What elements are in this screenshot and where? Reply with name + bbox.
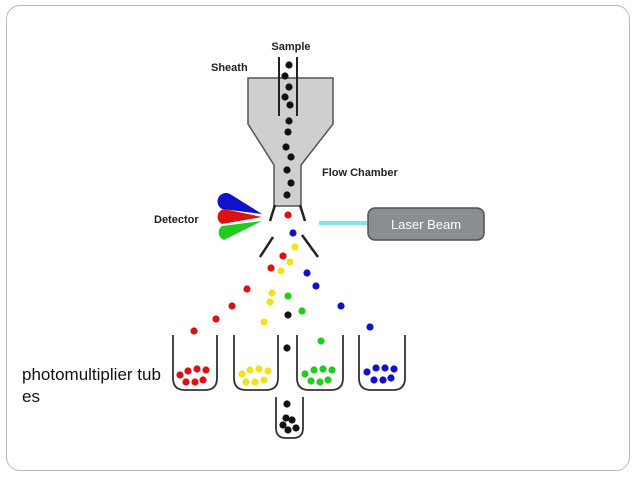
black-cell-6 (284, 128, 292, 136)
red-cell-40 (182, 378, 190, 386)
yellow-cell-46 (264, 367, 272, 375)
blue-cell-62 (379, 376, 387, 384)
blue-cell-32 (366, 323, 374, 331)
black-cell-34 (283, 344, 291, 352)
detector-red-cone (217, 209, 262, 224)
black-cell-5 (285, 117, 293, 125)
green-cell-27 (298, 307, 306, 315)
black-cell-33 (284, 311, 292, 319)
black-cell-68 (282, 414, 290, 422)
red-cell-15 (279, 252, 287, 260)
yellow-cell-44 (246, 366, 254, 374)
sheath-label: Sheath (211, 62, 248, 74)
yellow-cell-23 (268, 289, 276, 297)
slide-frame (6, 5, 630, 471)
yellow-cell-43 (238, 370, 246, 378)
blue-cell-30 (312, 282, 320, 290)
yellow-cell-48 (251, 378, 259, 386)
collection-tube-green (296, 335, 344, 391)
deflector-plate-left (258, 236, 275, 258)
blue-cell-58 (372, 364, 380, 372)
green-cell-26 (284, 292, 292, 300)
red-cell-21 (190, 327, 198, 335)
collection-tube-red (172, 335, 218, 391)
laser-beam-label: Laser Beam (391, 217, 461, 232)
red-cell-20 (212, 315, 220, 323)
blue-cell-60 (390, 365, 398, 373)
red-cell-18 (243, 285, 251, 293)
green-cell-28 (317, 337, 325, 345)
green-cell-51 (310, 366, 318, 374)
sample-label: Sample (271, 41, 310, 53)
black-cell-7 (282, 143, 290, 151)
blue-cell-29 (303, 269, 311, 277)
blue-cell-13 (289, 229, 297, 237)
red-cell-12 (284, 211, 292, 219)
red-cell-38 (193, 365, 201, 373)
red-cell-41 (191, 378, 199, 386)
green-cell-55 (316, 378, 324, 386)
red-cell-36 (176, 371, 184, 379)
red-cell-39 (202, 366, 210, 374)
yellow-cell-47 (242, 378, 250, 386)
black-cell-11 (283, 191, 291, 199)
laser-source-box (367, 207, 485, 241)
green-cell-50 (301, 370, 309, 378)
black-cell-4 (286, 101, 294, 109)
green-cell-52 (319, 365, 327, 373)
nozzle-plate-left (268, 204, 277, 222)
black-cell-0 (285, 61, 293, 69)
blue-cell-63 (387, 374, 395, 382)
blue-cell-61 (370, 376, 378, 384)
nozzle-plate-right (298, 204, 307, 222)
detector-green-cone (218, 221, 262, 240)
red-cell-37 (184, 367, 192, 375)
blue-cell-57 (363, 368, 371, 376)
detector-blue-cone (217, 193, 262, 214)
cell-particles (176, 61, 398, 434)
black-cell-10 (287, 179, 295, 187)
laser-beam-line (319, 221, 371, 225)
yellow-cell-45 (255, 365, 263, 373)
black-cell-3 (281, 93, 289, 101)
red-cell-19 (228, 302, 236, 310)
yellow-cell-14 (291, 243, 299, 251)
black-cell-66 (284, 426, 292, 434)
red-cell-17 (267, 264, 275, 272)
black-cell-1 (281, 72, 289, 80)
flow-chamber-label: Flow Chamber (322, 167, 399, 179)
blue-cell-59 (381, 364, 389, 372)
photomultiplier-caption: photomultiplier tubes (22, 365, 161, 406)
yellow-cell-24 (266, 298, 274, 306)
yellow-cell-49 (260, 376, 268, 384)
green-cell-56 (324, 376, 332, 384)
green-cell-54 (307, 377, 315, 385)
yellow-cell-16 (286, 258, 294, 266)
yellow-cell-25 (260, 318, 268, 326)
black-cell-2 (285, 83, 293, 91)
blue-cell-31 (337, 302, 345, 310)
collection-tube-yellow (233, 335, 279, 391)
flow-chamber-body (247, 77, 334, 207)
red-cell-42 (199, 376, 207, 384)
yellow-cell-22 (277, 267, 285, 275)
black-cell-67 (292, 424, 300, 432)
black-cell-9 (283, 166, 291, 174)
black-cell-35 (283, 400, 291, 408)
green-cell-53 (328, 366, 336, 374)
black-cell-8 (287, 153, 295, 161)
black-cell-64 (279, 421, 287, 429)
detector-label: Detector (154, 214, 199, 226)
black-cell-65 (288, 416, 296, 424)
deflector-plate-right (300, 234, 320, 258)
